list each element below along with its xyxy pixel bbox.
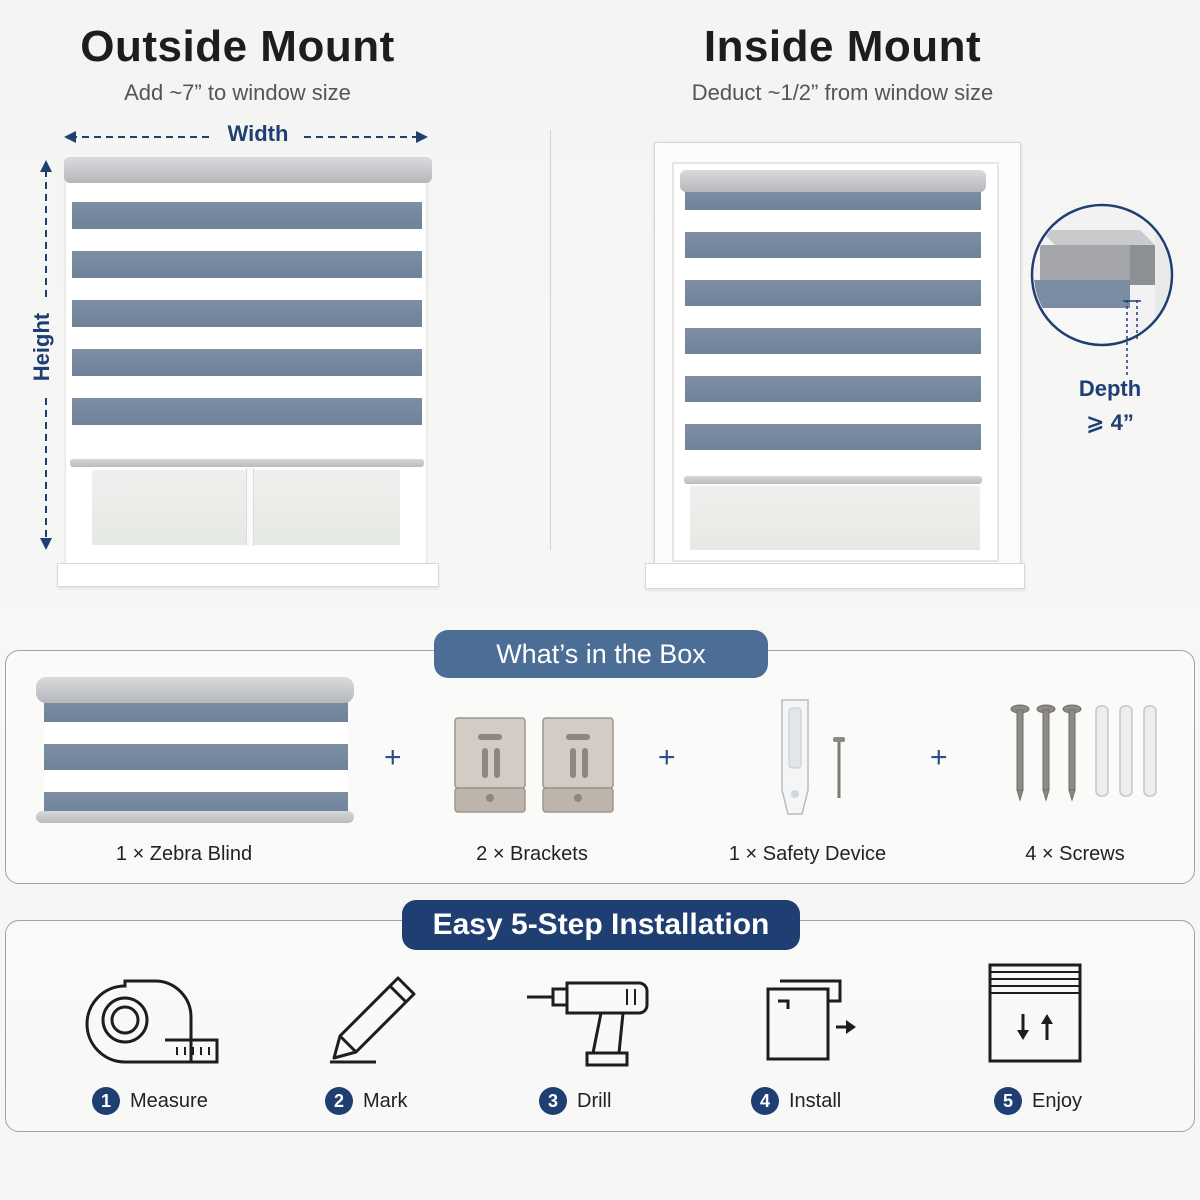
inside-window-glass	[690, 486, 980, 550]
box-contents-title: What’s in the Box	[434, 630, 768, 678]
screws-caption: 4 × Screws	[1025, 843, 1125, 865]
drill-icon	[527, 981, 649, 1067]
inside-mount-title: Inside Mount	[703, 22, 982, 71]
depth-zoom-icon	[1030, 203, 1174, 375]
width-label: Width	[227, 121, 289, 146]
outside-blind-cassette	[64, 157, 432, 183]
bracket-icon	[542, 717, 614, 813]
step-measure: 1 Measure	[92, 1087, 208, 1115]
step-number-badge: 3	[539, 1087, 567, 1115]
width-arrow-icon	[64, 131, 428, 143]
outside-window-mullion	[246, 468, 254, 546]
install-bracket-icon	[766, 979, 856, 1061]
step-number-badge: 2	[325, 1087, 353, 1115]
outside-window-glass-left	[92, 470, 247, 545]
section-divider	[550, 130, 551, 550]
step-number-badge: 4	[751, 1087, 779, 1115]
outside-blind-bottom-rail	[70, 459, 424, 467]
step-label: Install	[789, 1089, 842, 1112]
outside-blind-fabric	[72, 180, 422, 465]
plus-sign: +	[930, 741, 948, 774]
bracket-icon	[454, 717, 526, 813]
outside-mount-subtitle: Add ~7” to window size	[124, 80, 351, 105]
step-label: Measure	[130, 1089, 208, 1112]
step-install: 4 Install	[751, 1087, 841, 1115]
step-label: Drill	[577, 1089, 612, 1112]
step-label: Mark	[363, 1089, 408, 1112]
step-number-badge: 1	[92, 1087, 120, 1115]
step-number-badge: 5	[994, 1087, 1022, 1115]
step-mark: 2 Mark	[325, 1087, 407, 1115]
depth-label: Depth	[1078, 376, 1142, 401]
tape-measure-icon	[85, 979, 219, 1064]
blind-up-down-icon	[988, 963, 1082, 1063]
step-drill: 3 Drill	[539, 1087, 611, 1115]
inside-window-sill	[645, 563, 1025, 589]
outside-mount-title: Outside Mount	[80, 22, 395, 71]
box-blind-bottom-rail	[36, 811, 354, 823]
installation-title: Easy 5-Step Installation	[402, 900, 800, 950]
box-blind-cassette	[36, 677, 354, 703]
safety-device-caption: 1 × Safety Device	[728, 843, 887, 865]
step-label: Enjoy	[1032, 1089, 1083, 1112]
height-label: Height	[29, 312, 54, 382]
inside-blind-bottom-rail	[684, 476, 982, 484]
plus-sign: +	[384, 741, 402, 774]
screws-icon	[1010, 704, 1157, 802]
safety-device-icon	[781, 699, 845, 815]
height-arrow-icon	[40, 160, 52, 550]
step-enjoy: 5 Enjoy	[994, 1087, 1082, 1115]
pencil-icon	[330, 976, 416, 1064]
zebra-blind-caption: 1 × Zebra Blind	[115, 843, 253, 865]
depth-value: ⩾ 4”	[1086, 410, 1134, 435]
outside-window-sill	[57, 563, 439, 587]
outside-window-glass-right	[252, 470, 400, 545]
inside-mount-subtitle: Deduct ~1/2” from window size	[691, 80, 994, 105]
inside-blind-fabric	[685, 190, 981, 478]
plus-sign: +	[658, 741, 676, 774]
inside-blind-cassette	[680, 170, 986, 192]
brackets-caption: 2 × Brackets	[476, 843, 588, 865]
box-blind-fabric	[44, 697, 348, 814]
